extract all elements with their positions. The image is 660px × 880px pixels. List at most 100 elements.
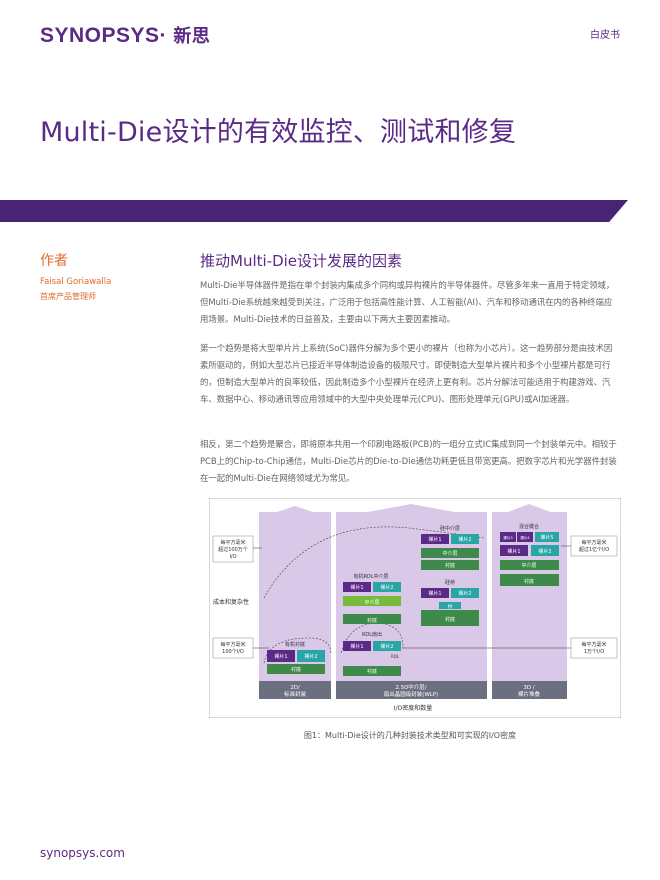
col-25d-label-2: 扇出晶圆级封装(WLP) xyxy=(384,690,439,698)
author-name: Faisal Goriawalla xyxy=(40,277,112,287)
3d-substrate-label: 衬底 xyxy=(524,578,534,585)
2d-substrate xyxy=(267,664,325,674)
note-left-top-2: 超过100万个 xyxy=(218,546,248,553)
fanout-die1-label: 裸片1 xyxy=(350,643,363,650)
col-2d-label-bg xyxy=(259,681,331,699)
fanout-die2 xyxy=(373,641,401,651)
si-substrate xyxy=(421,560,479,570)
3d-interposer-label: 中介层 xyxy=(521,562,536,569)
bridge-die1-label: 裸片1 xyxy=(428,590,441,597)
si-die1-label: 裸片1 xyxy=(428,536,441,543)
3d-die4-label: 裸片4 xyxy=(520,535,530,540)
rdl-substrate-label: 衬底 xyxy=(367,617,377,624)
2d-die1-label: 裸片1 xyxy=(274,653,287,660)
note-right-top-1: 每平方毫米 xyxy=(581,539,606,546)
title-band xyxy=(0,200,628,222)
doc-type-label: 白皮书 xyxy=(590,30,620,41)
bridge-die2-label: 裸片2 xyxy=(458,590,471,597)
rdl-interposer xyxy=(343,596,401,606)
note-left-bottom xyxy=(212,637,254,659)
3d-die1-label: 裸片1 xyxy=(507,548,520,555)
2d-die2-label: 裸片2 xyxy=(304,653,317,660)
bridge-substrate xyxy=(421,610,479,626)
column-3d-arrow xyxy=(492,504,567,518)
si-substrate-label: 衬底 xyxy=(445,562,455,569)
note-left-top xyxy=(212,535,254,563)
label-organic-rdl: 有机RDL中介层 xyxy=(353,573,388,580)
rdl-die2 xyxy=(373,582,401,592)
author-heading: 作者 xyxy=(40,253,68,269)
2d-die1 xyxy=(267,650,295,662)
3d-die5 xyxy=(535,532,559,542)
page-title: Multi-Die设计的有效监控、测试和修复 xyxy=(40,117,517,148)
si-die2 xyxy=(451,534,479,544)
col-25d-label-bg xyxy=(336,681,487,699)
bridge-die2 xyxy=(451,588,479,598)
bridge-block xyxy=(439,602,461,609)
website-link[interactable]: synopsys.com xyxy=(40,846,125,860)
note-left-bottom-2: 100个I/O xyxy=(222,649,244,655)
col-25d-label-1: 2.5D中介层/ xyxy=(395,683,426,691)
si-interposer-label: 中介层 xyxy=(442,550,457,557)
logo-mark: · xyxy=(159,24,168,47)
logo-cn: 新思 xyxy=(173,26,211,47)
figure-caption: 图1：Multi-Die设计的几种封装技术类型和可实现的I/O密度 xyxy=(303,731,517,740)
2d-substrate-label: 衬底 xyxy=(291,666,301,673)
rdl-die1-label: 裸片1 xyxy=(350,584,363,591)
paragraph-2: 第一个趋势是将大型单片片上系统(SoC)器件分解为多个更小的裸片（也称为小芯片）… xyxy=(200,343,613,404)
3d-die2-label: 裸片2 xyxy=(538,548,551,555)
bridge-label: 桥 xyxy=(448,603,453,610)
fanout-substrate xyxy=(343,666,401,676)
3d-die3-label: 裸片3 xyxy=(503,535,512,540)
synopsys-logo: SYNOPSYS· 新思 xyxy=(40,22,210,48)
x-axis-label: I/O密度和数量 xyxy=(394,704,433,712)
label-si-bridge: 硅桥 xyxy=(445,579,455,586)
packaging-figure: 2D/ 标准封装 2.5D中介层/ 扇出晶圆级封装(WLP) 3D / 裸片堆叠… xyxy=(209,498,621,718)
note-right-top-2: 超过1亿个I/O xyxy=(579,546,609,553)
2d-die2 xyxy=(297,650,325,662)
rdl-die1 xyxy=(343,582,371,592)
column-25d-arrow xyxy=(336,504,487,518)
column-3d-bg xyxy=(492,512,567,698)
note-right-bottom-2: 1万个I/O xyxy=(584,649,604,655)
3d-die3 xyxy=(500,532,516,542)
si-interposer xyxy=(421,548,479,558)
label-organic-substrate: 有机衬底 xyxy=(285,641,305,648)
note-left-top-1: 每平方毫米 xyxy=(220,539,245,546)
note-right-bottom-1: 每平方毫米 xyxy=(581,641,606,648)
dashed-curve-2d xyxy=(263,637,332,664)
col-2d-label-2: 标准封装 xyxy=(284,690,307,698)
rdl-die2-label: 裸片2 xyxy=(380,584,393,591)
si-die1 xyxy=(421,534,449,544)
note-left-top-3: I/O xyxy=(229,554,236,560)
3d-die5-label: 裸片5 xyxy=(540,534,553,541)
fanout-die2-label: 裸片2 xyxy=(380,643,393,650)
section-heading: 推动Multi-Die设计发展的因素 xyxy=(200,252,403,270)
author-role: 首席产品管理师 xyxy=(40,292,96,301)
fanout-substrate-label: 衬底 xyxy=(367,668,377,675)
dashed-curve-top xyxy=(263,526,485,599)
fanout-die1 xyxy=(343,641,371,651)
col-3d-label-bg xyxy=(492,681,567,699)
si-die2-label: 裸片2 xyxy=(458,536,471,543)
3d-die1 xyxy=(500,545,528,556)
3d-interposer xyxy=(500,560,559,570)
rdl-interposer-label: 中介层 xyxy=(364,599,379,606)
note-right-top xyxy=(570,535,618,557)
paragraph-1: Multi-Die半导体器件是指在单个封装内集成多个同构或异构裸片的半导体器件。… xyxy=(200,280,615,324)
col-2d-label-1: 2D/ xyxy=(290,685,300,691)
label-si-interposer: 硅中介层 xyxy=(440,525,460,532)
paragraph-3: 相反，第二个趋势是聚合，即将原本共用一个印刷电路板(PCB)的一组分立式IC集成… xyxy=(200,439,617,483)
note-right-bottom xyxy=(570,637,618,659)
bridge-die1 xyxy=(421,588,449,598)
label-hybrid-bonding: 混合键合 xyxy=(519,523,539,530)
col-3d-label-2: 裸片堆叠 xyxy=(518,690,541,698)
bridge-substrate-label: 衬底 xyxy=(445,616,455,623)
label-rdl-fanout: RDL扇出 xyxy=(362,631,382,638)
rdl-substrate xyxy=(343,614,401,624)
3d-die4 xyxy=(517,532,533,542)
note-left-bottom-1: 每平方毫米 xyxy=(220,641,245,648)
col-3d-label-1: 3D / xyxy=(523,685,534,691)
fanout-rdl-label: RDL xyxy=(391,654,400,659)
column-2d-arrow xyxy=(259,506,331,518)
